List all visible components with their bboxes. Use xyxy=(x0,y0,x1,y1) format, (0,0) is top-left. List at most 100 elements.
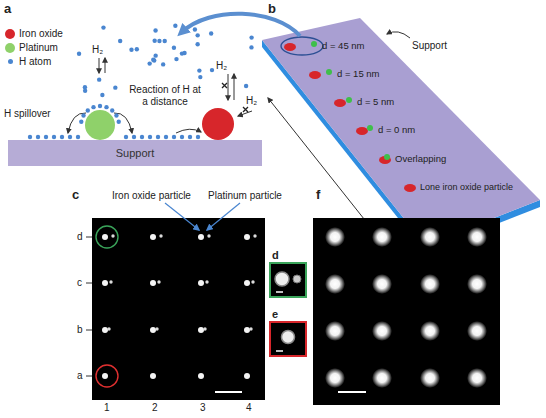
xpeem-spot xyxy=(325,321,345,341)
xpeem-spots xyxy=(325,227,487,388)
h-atom xyxy=(98,104,102,108)
xpeem-spot xyxy=(325,274,345,294)
node-text: Support xyxy=(116,147,155,159)
formula-label: H₂ xyxy=(92,44,103,56)
iron-oxide-particle xyxy=(150,327,156,333)
h-atom xyxy=(118,39,122,43)
h-atoms xyxy=(28,24,254,140)
scale-bar xyxy=(276,291,283,293)
row-label: c xyxy=(77,277,82,289)
iron-oxide-particle xyxy=(334,99,346,107)
xpeem-spot xyxy=(372,368,392,388)
iron-oxide-particle xyxy=(275,272,289,286)
h-atom xyxy=(113,85,117,89)
sem-particles xyxy=(102,234,257,379)
annotation: Iron oxide particle xyxy=(112,190,191,202)
h-atom xyxy=(147,61,151,65)
inset-label: d xyxy=(272,249,279,262)
xpeem-spot xyxy=(467,321,487,341)
iron-oxide-particle xyxy=(150,280,156,286)
platinum-particle xyxy=(293,275,301,283)
panel-label: b xyxy=(268,2,276,17)
h-atom xyxy=(101,25,105,29)
support-box: Support xyxy=(8,140,262,166)
h-atom xyxy=(152,58,156,62)
equilibrium-arrow xyxy=(99,58,100,73)
legend-item: Platinum xyxy=(4,42,58,54)
xpeem-image xyxy=(313,218,500,405)
h-atom xyxy=(52,135,56,139)
iron-oxide-particle xyxy=(102,327,108,333)
h-atom xyxy=(68,135,72,139)
h-atom xyxy=(172,46,176,50)
platinum-particle xyxy=(157,280,160,283)
h-atom xyxy=(195,42,199,46)
h-atom xyxy=(182,51,186,55)
distance-label: d = 5 nm xyxy=(357,97,394,108)
column-label: 4 xyxy=(246,402,252,414)
platinum-particle xyxy=(155,327,158,330)
distance-label: d = 0 nm xyxy=(378,125,415,136)
h-atom xyxy=(156,135,160,139)
legend-text: H atom xyxy=(19,56,51,68)
h-atom xyxy=(132,135,136,139)
row-label: b xyxy=(77,324,83,336)
platinum-particle xyxy=(111,234,114,237)
h-atom xyxy=(244,84,248,88)
particle-pairs xyxy=(284,41,416,192)
scale-bar xyxy=(338,391,366,393)
h-atom xyxy=(195,33,199,37)
h-atom xyxy=(129,48,133,52)
h-atom xyxy=(163,39,167,43)
panel-label: c xyxy=(72,188,79,203)
platinum-particle xyxy=(207,234,210,237)
pointer-arrow xyxy=(165,203,199,230)
platinum-particle xyxy=(203,327,206,330)
h-atom xyxy=(86,108,90,112)
h-atom xyxy=(249,35,253,39)
spillover-arrow xyxy=(68,113,86,133)
iron-oxide-particle xyxy=(244,234,250,240)
platinum-particle xyxy=(326,69,332,75)
support-arrow xyxy=(387,32,410,38)
tick xyxy=(86,237,92,238)
distance-label: d = 45 nm xyxy=(322,41,365,52)
legend-item: Iron oxide xyxy=(4,28,63,40)
iron-oxide-particle xyxy=(356,127,368,135)
iron-oxide-particle xyxy=(198,373,204,379)
h-atom xyxy=(91,105,95,109)
platinum-particle xyxy=(85,110,115,140)
iron-oxide-particle xyxy=(244,327,250,333)
annotation: Platinum particle xyxy=(208,190,282,202)
iron-oxide-particle xyxy=(202,108,234,140)
xpeem-spot xyxy=(467,274,487,294)
xpeem-spot xyxy=(420,368,440,388)
h-atom xyxy=(104,105,108,109)
direction-arrow xyxy=(268,98,395,258)
h-atom xyxy=(81,113,85,117)
reaction-arrow xyxy=(176,129,201,133)
panel-label: a xyxy=(4,2,11,17)
h-atom xyxy=(124,135,128,139)
platinum-particle xyxy=(346,97,352,103)
xpeem-spot xyxy=(372,274,392,294)
column-label: 2 xyxy=(152,402,158,414)
h-atom xyxy=(44,135,48,139)
legend-text: Iron oxide xyxy=(19,28,63,40)
h-atom xyxy=(79,120,83,124)
highlight-circle xyxy=(96,226,118,248)
distance-label: Lone iron oxide particle xyxy=(420,182,513,192)
tick xyxy=(86,283,92,284)
zoom-arrow xyxy=(182,14,300,36)
equilibrium-arrow xyxy=(105,58,106,73)
h-atom xyxy=(36,135,40,139)
column-label: 3 xyxy=(200,402,206,414)
panel-label: f xyxy=(316,188,320,203)
h-atom xyxy=(60,135,64,139)
spillover-arrow xyxy=(114,113,132,133)
formula-label: H₂ xyxy=(216,60,227,72)
support-plate xyxy=(262,18,540,245)
iron-oxide-particle xyxy=(284,43,296,51)
h-atom xyxy=(28,135,32,139)
